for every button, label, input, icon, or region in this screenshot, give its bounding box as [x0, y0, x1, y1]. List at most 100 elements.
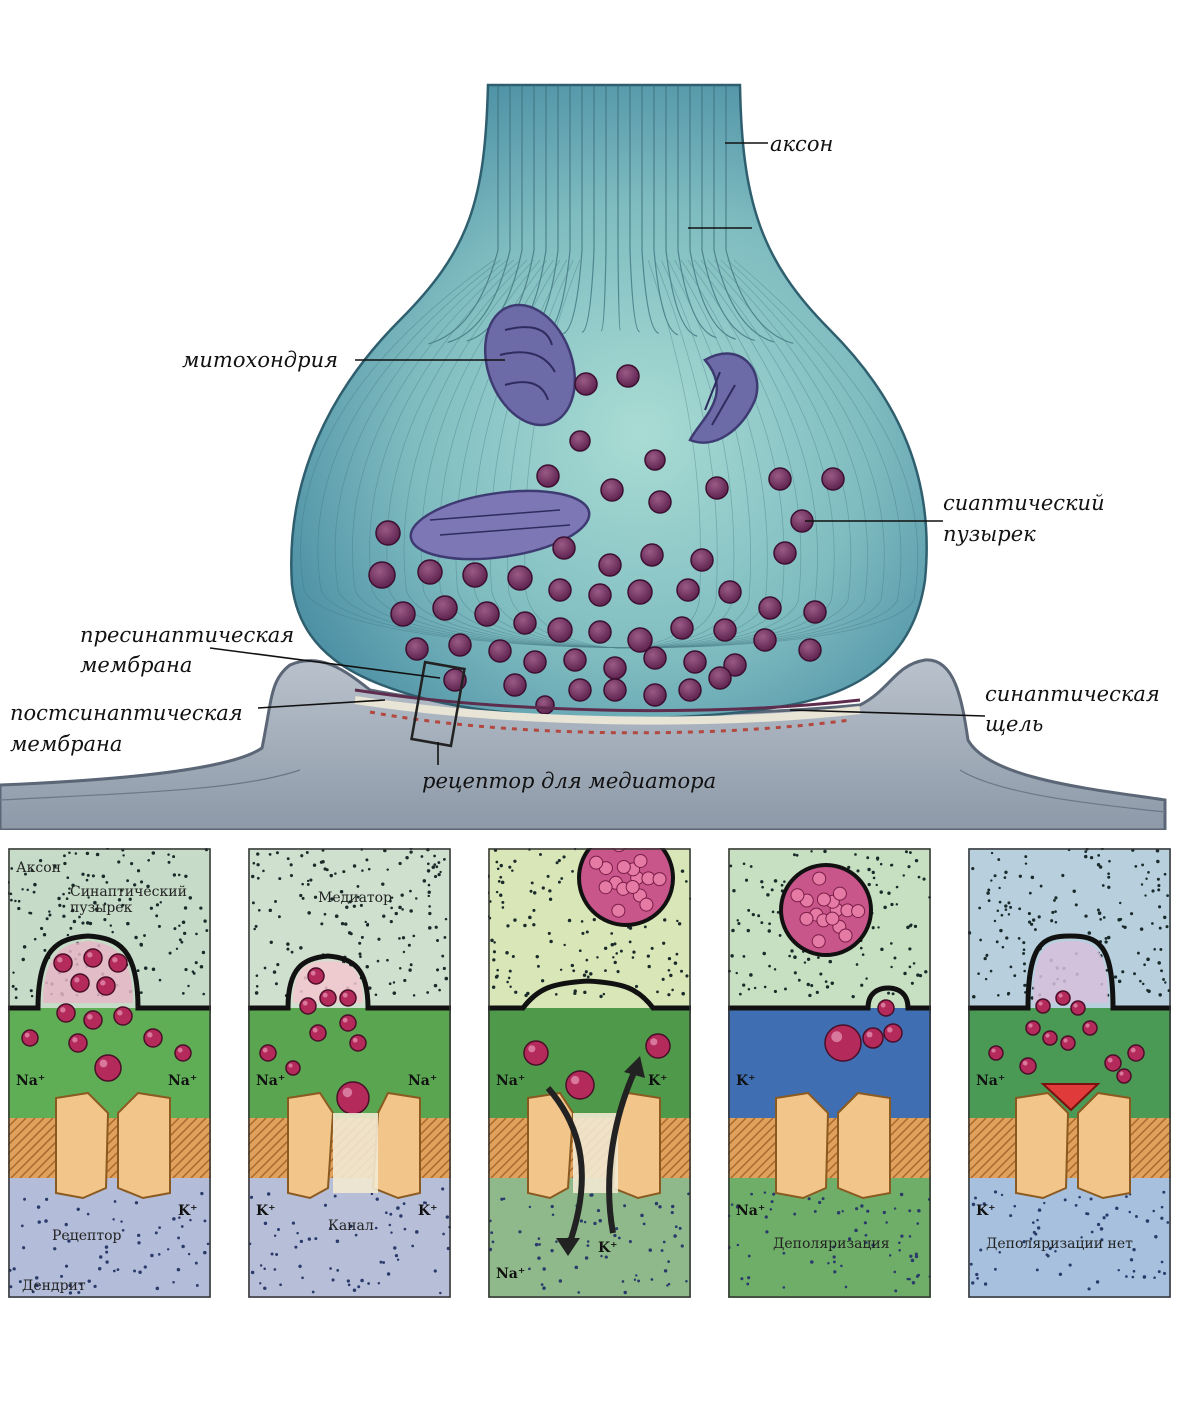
particle-dot: [864, 1233, 868, 1237]
particle-dot: [275, 1253, 279, 1256]
particle-dot: [433, 863, 437, 866]
particle-dot: [596, 956, 599, 959]
particle-dot: [615, 952, 618, 955]
membrane-contour: [351, 259, 868, 649]
synaptic-vesicle: [563, 648, 587, 672]
synaptic-vesicle: [683, 650, 707, 674]
particle-dot: [855, 963, 859, 966]
particle-dot: [860, 1204, 864, 1208]
particle-dot: [766, 893, 770, 897]
particle-dot: [875, 883, 878, 887]
particle-dot: [177, 873, 181, 877]
particle-dot: [650, 946, 654, 950]
particle-dot: [1140, 883, 1144, 886]
particle-dot: [610, 932, 614, 935]
leader-lines: [209, 142, 986, 765]
particle-dot: [151, 851, 156, 855]
mediator-molecule: [824, 1024, 862, 1062]
particle-dot: [851, 994, 855, 999]
particle-dot: [386, 958, 389, 962]
axon-fiber: [600, 85, 607, 332]
particle-dot: [513, 918, 517, 922]
axon-fiber: [713, 85, 775, 343]
label-receptor: рецептор для медиатора: [422, 769, 717, 793]
particle-dot: [189, 1218, 192, 1222]
synaptic-vesicle: [600, 478, 624, 502]
particle-dot: [1023, 969, 1026, 973]
particle-dot: [975, 1272, 979, 1277]
particle-dot: [180, 940, 184, 944]
particle-dot: [437, 873, 441, 877]
particle-dot: [1080, 1236, 1083, 1239]
label-ion-bottom-left: Na⁺: [736, 1203, 766, 1219]
particle-dot: [582, 973, 587, 977]
particle-dot: [1136, 951, 1140, 955]
particle-dot: [409, 963, 413, 967]
particle-dot: [578, 949, 582, 953]
label-postsynaptic-1: постсинаптическая: [10, 701, 243, 725]
particle-dot: [1160, 969, 1163, 973]
particle-dot: [631, 956, 635, 959]
particle-dot: [915, 1274, 919, 1278]
membrane-hatch: [728, 1117, 774, 1165]
particle-dot: [101, 874, 106, 879]
particle-dot: [810, 1260, 814, 1264]
particle-dot: [149, 906, 153, 910]
particle-dot: [390, 896, 394, 899]
particle-dot: [768, 922, 771, 926]
particle-dot: [66, 876, 70, 880]
particle-dot: [360, 935, 364, 939]
particle-dot: [770, 888, 774, 892]
particle-dot: [667, 1282, 671, 1286]
particle-dot: [254, 991, 259, 995]
particle-dot: [133, 1269, 136, 1273]
molecule-highlight: [74, 977, 80, 983]
particle-dot: [984, 977, 988, 981]
particle-dot: [374, 1226, 378, 1230]
particle-dot: [863, 1221, 867, 1225]
particle-dot: [321, 860, 325, 864]
particle-dot: [122, 854, 125, 857]
panel-illustration: [248, 848, 451, 1298]
particle-dot: [274, 982, 278, 986]
particle-dot: [346, 1279, 350, 1283]
membrane-hatch: [652, 1138, 691, 1179]
particle-dot: [574, 1265, 579, 1270]
mediator-molecule: [259, 1044, 277, 1062]
particle-dot: [446, 1246, 450, 1251]
particle-dot: [1007, 913, 1011, 916]
particle-dot: [181, 1244, 185, 1249]
particle-dot: [137, 1233, 141, 1238]
label-vesicle-1: сиаптический: [943, 491, 1105, 515]
particle-dot: [352, 864, 357, 868]
particle-dot: [1054, 1250, 1057, 1253]
particle-dot: [314, 1237, 318, 1241]
particle-dot: [17, 906, 21, 911]
particle-dot: [134, 935, 138, 940]
particle-dot: [26, 888, 29, 892]
particle-dot: [1106, 935, 1111, 940]
particle-dot: [780, 883, 784, 887]
particle-dot: [1054, 910, 1057, 913]
particle-dot: [370, 1192, 374, 1196]
molecule-highlight: [112, 957, 118, 963]
synaptic-vesicle: [462, 562, 488, 588]
label-receptor: Рецептор: [52, 1228, 122, 1244]
molecule-highlight: [57, 957, 63, 963]
particle-dot: [782, 1251, 786, 1255]
particle-dot: [22, 1246, 26, 1250]
particle-dot: [359, 955, 362, 959]
particle-dot: [53, 864, 57, 868]
membrane-contour: [472, 259, 752, 649]
particle-dot: [532, 891, 537, 895]
particle-dot: [167, 853, 170, 856]
channel-protein-left: [527, 1091, 575, 1200]
particle-dot: [910, 981, 914, 985]
particle-dot: [323, 867, 327, 871]
membrane-hatch: [488, 1117, 507, 1138]
particle-dot: [412, 994, 416, 997]
particle-dot: [1129, 1258, 1134, 1262]
particle-dot: [778, 933, 782, 937]
particle-dot: [650, 1278, 654, 1281]
